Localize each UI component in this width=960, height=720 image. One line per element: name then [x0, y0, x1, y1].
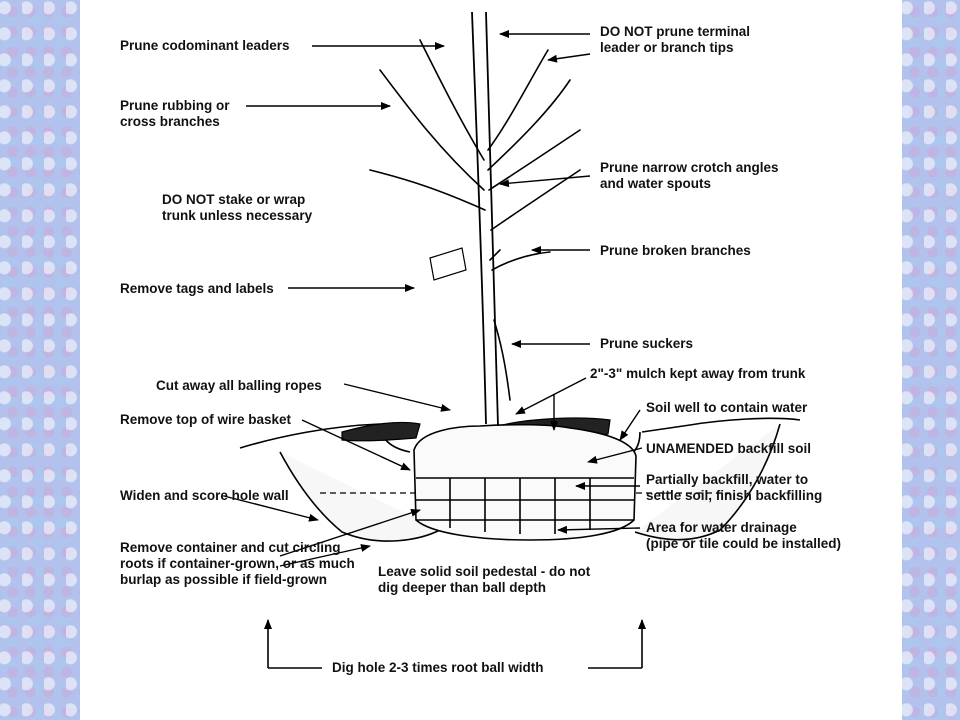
label-prune-broken: Prune broken branches: [600, 243, 751, 258]
label-dig-hole: Dig hole 2-3 times root ball width: [332, 660, 544, 675]
label-drainage-line2: (pipe or tile could be installed): [646, 536, 842, 551]
label-partially-line1: Partially backfill, water to: [646, 472, 809, 487]
label-mulch: 2"-3" mulch kept away from trunk: [590, 366, 806, 381]
label-do-not-prune-terminal-line2: leader or branch tips: [600, 40, 734, 55]
label-remove-container-line3: burlap as possible if field-grown: [120, 572, 328, 587]
label-drainage-line1: Area for water drainage: [646, 520, 797, 535]
tree-planting-illustration: [223, 11, 801, 669]
dig-hole-dimension: [264, 619, 646, 669]
label-prune-codominant: Prune codominant leaders: [120, 38, 290, 53]
label-prune-crotch-line2: and water spouts: [600, 176, 712, 191]
label-prune-rubbing-line1: Prune rubbing or: [120, 98, 230, 113]
right-decorative-border: [902, 0, 960, 720]
label-pedestal-line1: Leave solid soil pedestal - do not: [378, 564, 591, 579]
tree-branches: [369, 39, 581, 401]
planting-hole: [239, 417, 801, 542]
label-remove-tags: Remove tags and labels: [120, 281, 274, 296]
tree-tag: [429, 247, 467, 281]
label-do-not-stake-line2: trunk unless necessary: [162, 208, 313, 223]
label-unamended: UNAMENDED backfill soil: [646, 441, 812, 456]
label-prune-crotch-line1: Prune narrow crotch angles: [600, 160, 779, 175]
label-soil-well: Soil well to contain water: [646, 400, 808, 415]
label-remove-container-line1: Remove container and cut circling: [120, 540, 341, 555]
label-prune-suckers: Prune suckers: [600, 336, 694, 351]
label-do-not-prune-terminal-line1: DO NOT prune terminal: [600, 24, 751, 39]
label-prune-rubbing-line2: cross branches: [120, 114, 220, 129]
label-cut-ropes: Cut away all balling ropes: [156, 378, 322, 393]
diagram-panel: Prune codominant leaders DO NOT prune te…: [80, 0, 902, 720]
tree-trunk: [471, 11, 499, 427]
label-do-not-stake-line1: DO NOT stake or wrap: [162, 192, 306, 207]
label-remove-container-line2: roots if container-grown, or as much: [120, 556, 355, 571]
left-decorative-border: [0, 0, 80, 720]
label-remove-wire: Remove top of wire basket: [120, 412, 292, 427]
label-partially-line2: settle soil, finish backfilling: [646, 488, 823, 503]
root-ball: [413, 423, 637, 541]
leader-arrows: [223, 30, 643, 567]
label-widen: Widen and score hole wall: [120, 488, 289, 503]
label-pedestal-line2: dig deeper than ball depth: [378, 580, 547, 595]
